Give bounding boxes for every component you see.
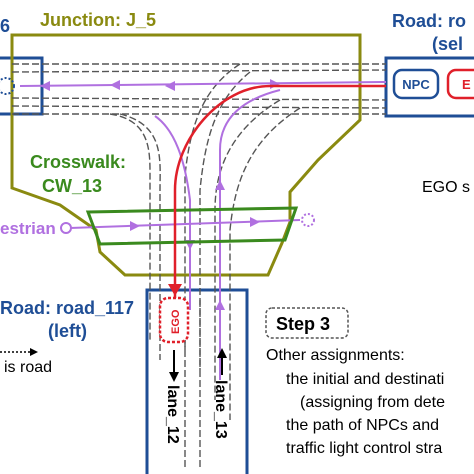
pedestrian-label: estrian <box>0 219 56 238</box>
step-line-0: Other assignments: <box>266 347 405 364</box>
ego-status-text: EGO s <box>422 179 470 196</box>
lane-12-label: lane_12 <box>164 385 181 444</box>
ego-path <box>173 84 386 300</box>
road-left-label: 6 <box>0 16 10 36</box>
lane-13-arrowhead <box>217 348 227 358</box>
crosswalk-area <box>85 206 299 246</box>
step-line-4: traffic light control stra <box>286 440 442 457</box>
crosswalk-id: CW_13 <box>42 176 102 196</box>
step-line-1: the initial and destinati <box>286 371 444 388</box>
step-title: Step 3 <box>276 314 330 334</box>
road-right-label: Road: ro <box>392 11 466 31</box>
junction-area <box>10 33 362 277</box>
road-bottom-box <box>145 288 249 474</box>
ego-vehicle-bottom <box>158 296 190 344</box>
npc-paths <box>19 81 387 380</box>
step-line-3: the path of NPCs and <box>286 417 439 434</box>
lane-13-label: lane_13 <box>212 380 229 439</box>
road-right-selected: (sel <box>432 34 463 54</box>
step-line-2: (assigning from dete <box>300 394 445 411</box>
destination-marker-left <box>0 77 15 95</box>
road-bottom-side: (left) <box>48 321 87 341</box>
legend-arrowhead <box>30 348 38 356</box>
junction-label: Junction: J_5 <box>40 10 156 30</box>
ego-vehicle-right-label: E <box>462 77 471 92</box>
legend-text: is road <box>4 359 52 376</box>
ego-vehicle-bottom-label: EGO <box>170 309 182 334</box>
npc-vehicle <box>392 68 440 100</box>
ego-arrowhead <box>168 284 182 296</box>
lane-12-arrowhead <box>169 372 179 382</box>
ego-vehicle-right <box>446 68 474 100</box>
step-title-box <box>265 307 349 339</box>
crosswalk-title: Crosswalk: <box>30 152 126 172</box>
pedestrian-end <box>301 213 315 227</box>
road-bottom-label: Road: road_117 <box>0 298 134 318</box>
pedestrian-start <box>60 222 72 234</box>
npc-vehicle-label: NPC <box>402 77 430 92</box>
